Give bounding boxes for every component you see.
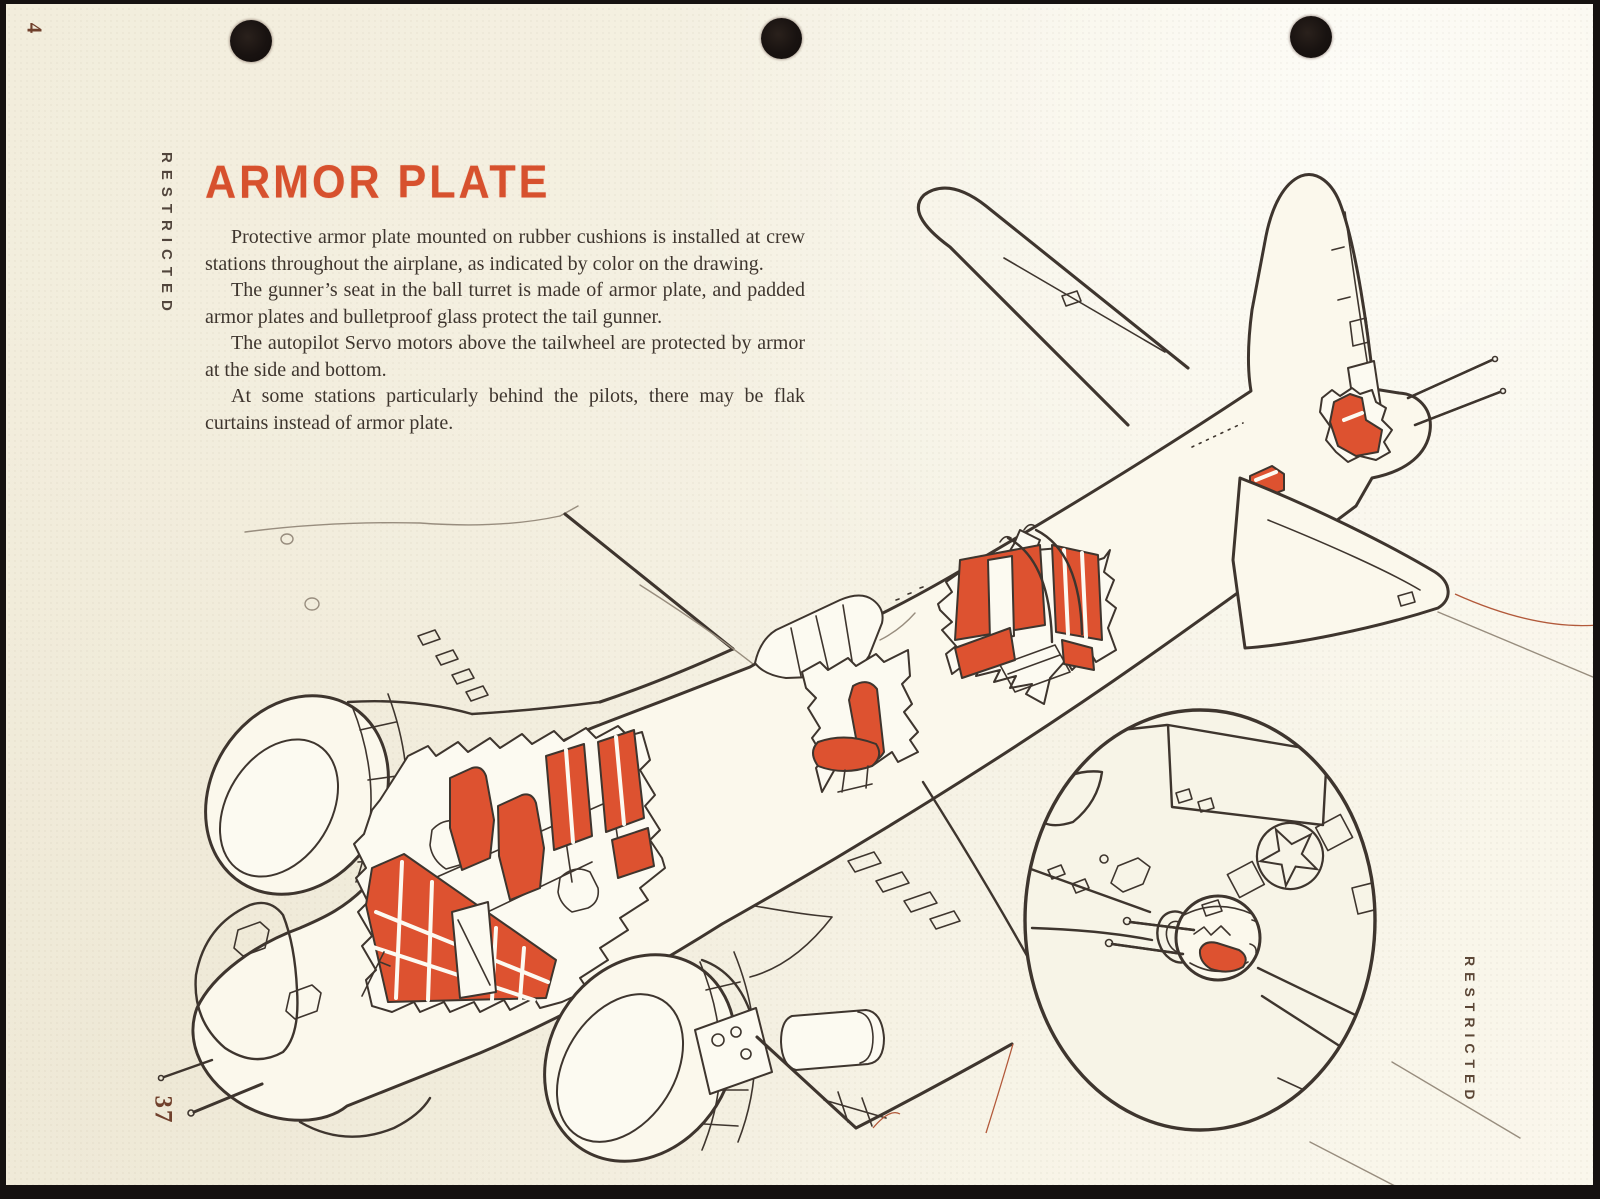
turret-armor-seat bbox=[1198, 941, 1247, 973]
security-marking-left: RESTRICTED bbox=[158, 152, 175, 318]
nose-gun-barrels bbox=[157, 1058, 264, 1117]
cockpit-canopy bbox=[754, 586, 924, 679]
cockpit-armor-cutaway bbox=[353, 725, 666, 1013]
far-wing bbox=[244, 505, 789, 716]
walkway-dashes bbox=[417, 629, 489, 702]
nose-glazing bbox=[194, 901, 299, 1061]
ball-turret bbox=[1104, 894, 1262, 982]
tail-section bbox=[1231, 211, 1600, 681]
page-title: ARMOR PLATE bbox=[205, 156, 551, 208]
navigator-armor-wall bbox=[365, 853, 557, 1003]
body-paragraph: Protective armor plate mounted on rubber… bbox=[205, 226, 805, 275]
turret-gun-barrels bbox=[1104, 916, 1196, 956]
radio-operator-seat-cutaway bbox=[801, 649, 919, 793]
star-insignia bbox=[1226, 813, 1354, 899]
scan-edge-right bbox=[1593, 0, 1600, 1199]
security-marking-right: RESTRICTED bbox=[1462, 956, 1478, 1106]
tail-gunner-armor bbox=[1319, 387, 1393, 463]
ball-turret-inset bbox=[1023, 708, 1521, 1199]
walkway-dashes bbox=[847, 851, 961, 930]
scan-edge-bottom bbox=[0, 1185, 1600, 1199]
oil-cooler-cylinder bbox=[780, 1009, 885, 1071]
punch-hole-icon bbox=[1290, 16, 1332, 58]
scan-edge-top bbox=[0, 0, 1600, 4]
radio-room-armor-cutaway bbox=[937, 528, 1117, 705]
body-paragraph: The autopilot Servo motors above the tai… bbox=[205, 332, 805, 381]
inboard-engine-nacelle bbox=[543, 951, 1014, 1163]
punch-hole-icon bbox=[761, 18, 802, 59]
tail-gun-barrels bbox=[1406, 355, 1507, 427]
body-paragraph: At some stations particularly behind the… bbox=[205, 385, 805, 434]
horizontal-stabilizer-far bbox=[916, 186, 1190, 427]
scan-edge-left bbox=[0, 0, 6, 1199]
punch-hole-icon bbox=[230, 20, 272, 62]
article: ARMOR PLATE Protective armor plate mount… bbox=[205, 156, 805, 436]
horizontal-stabilizer-near bbox=[1231, 476, 1600, 681]
body-paragraph: The gunner’s seat in the ball turret is … bbox=[205, 279, 805, 328]
